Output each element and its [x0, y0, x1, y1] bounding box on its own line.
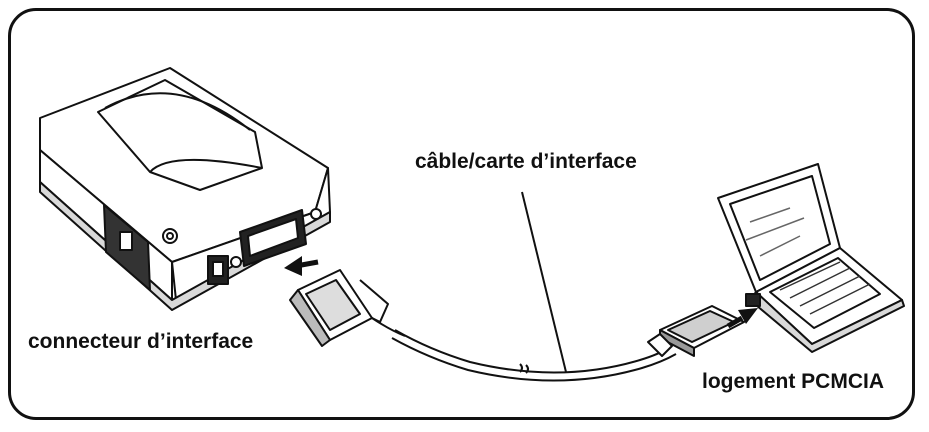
arrow-to-port-icon [284, 256, 319, 276]
external-drive-icon [39, 67, 331, 311]
cable-leader-line [521, 191, 567, 373]
laptop-icon [717, 163, 905, 353]
cable-label: câble/carte d’interface [415, 150, 637, 173]
pcmcia-slot-label: logement PCMCIA [702, 370, 885, 393]
arrow-to-slot-icon [726, 308, 758, 329]
dsub-plug-icon [289, 269, 406, 347]
pc-card-icon [647, 305, 745, 357]
diagram-frame [8, 8, 915, 420]
connector-label: connecteur d’interface [28, 330, 254, 353]
interface-cable [391, 329, 677, 382]
